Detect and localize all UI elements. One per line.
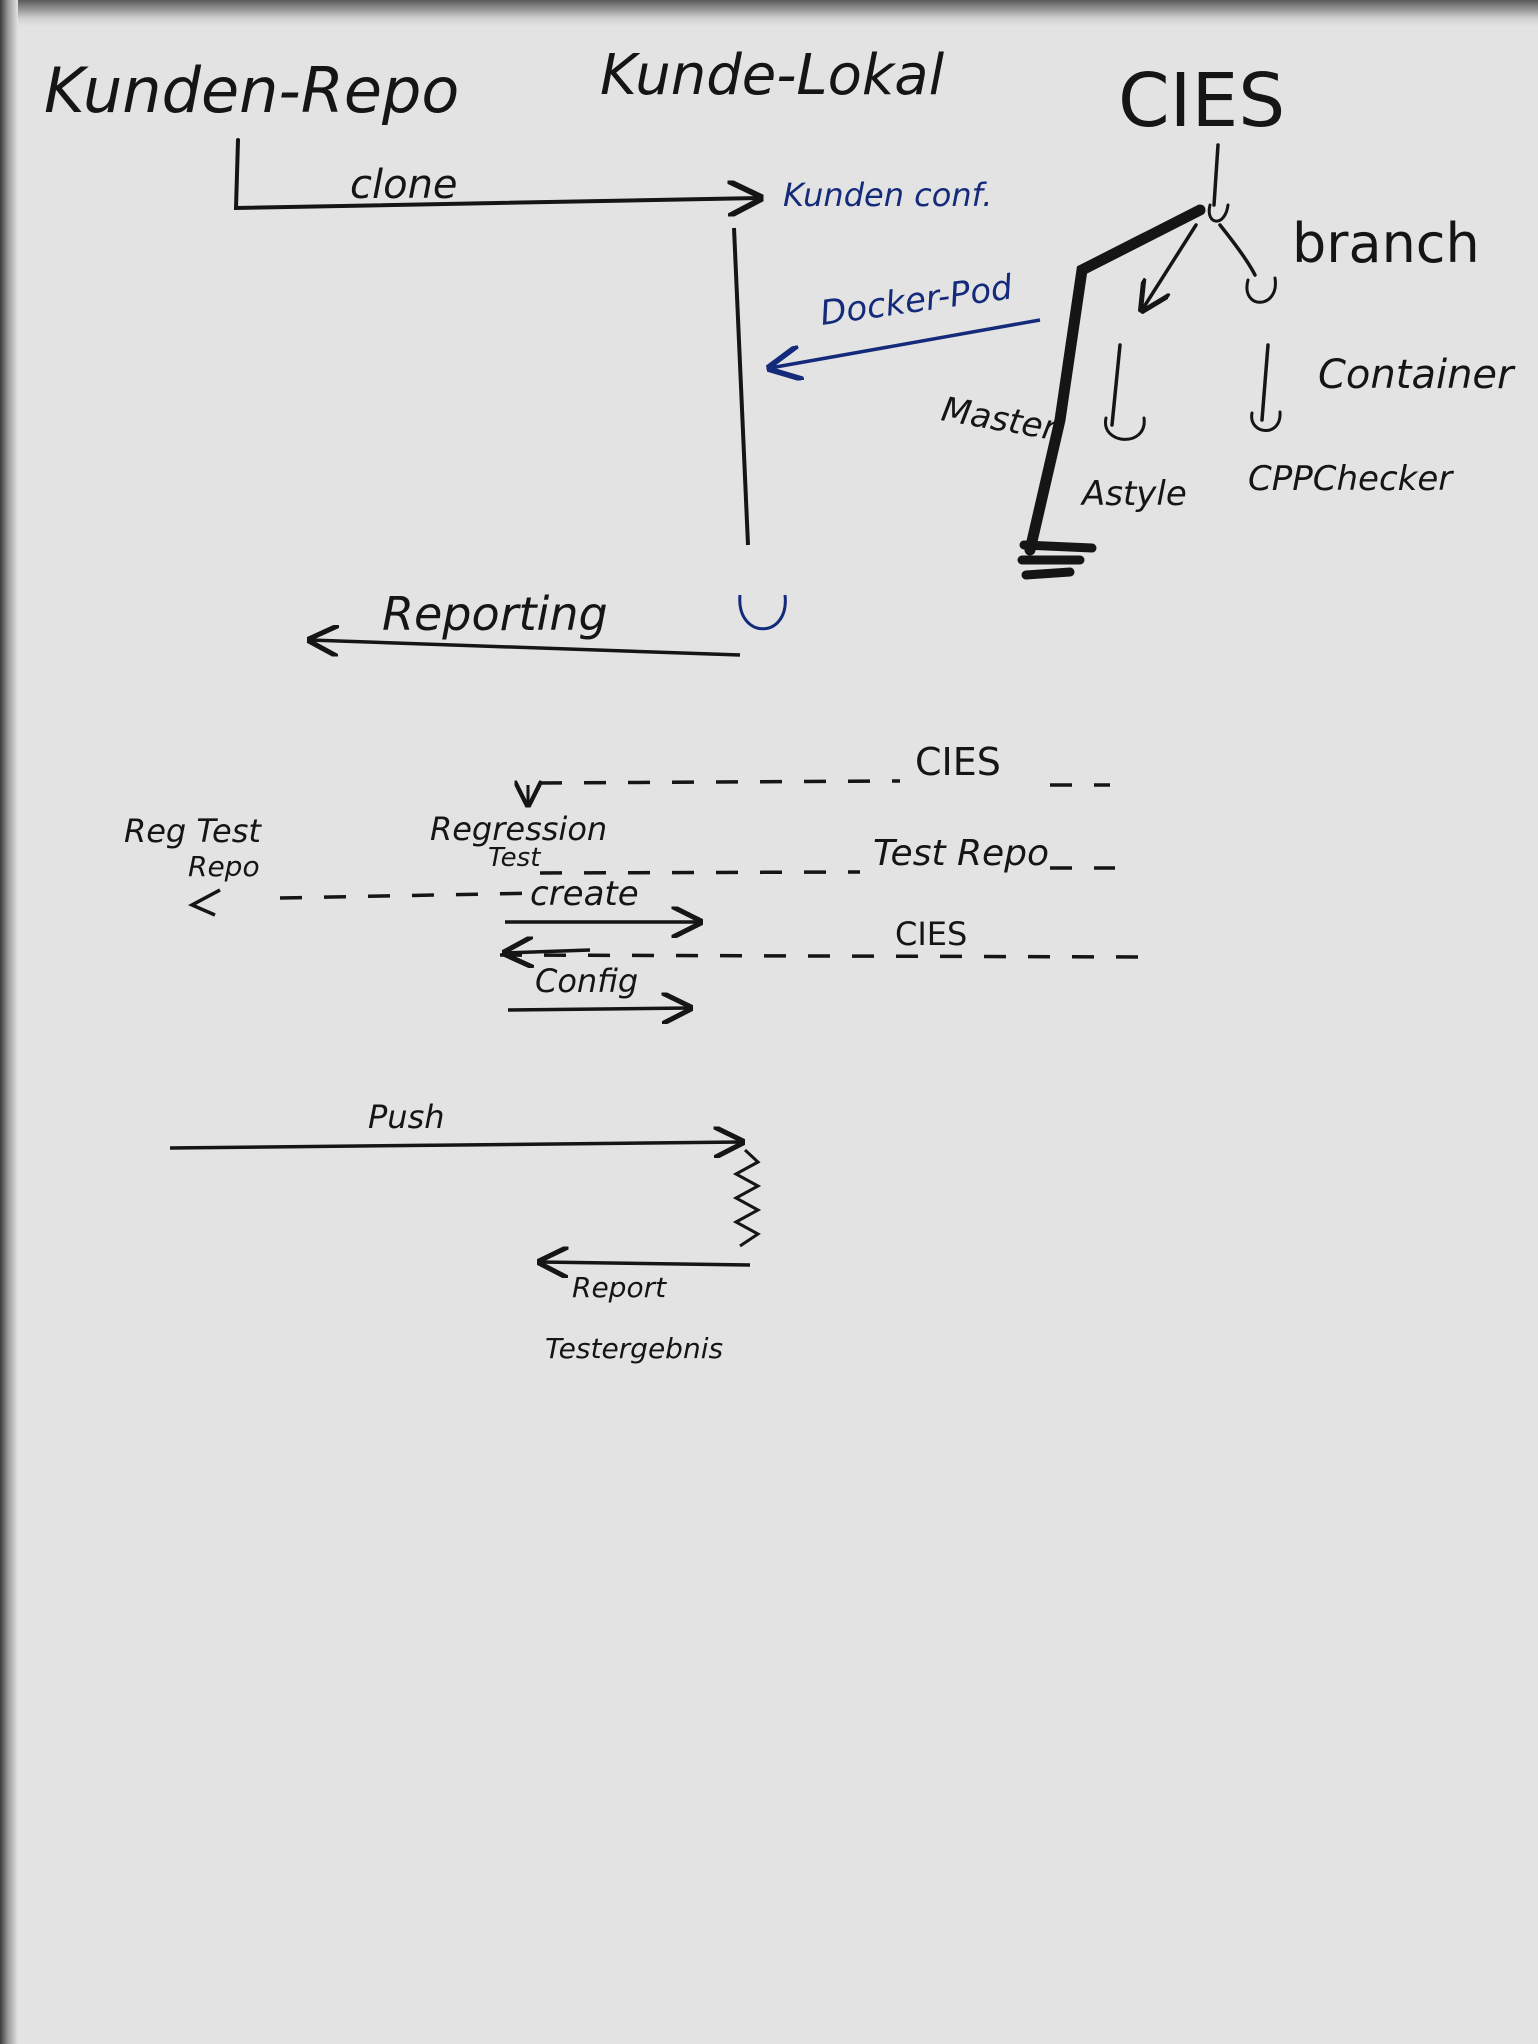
testergebnis-label: Testergebnis	[545, 1332, 723, 1365]
title-kunde-lokal: Kunde-Lokal	[600, 43, 945, 108]
clone-connector	[233, 138, 760, 208]
cies-lane1-label: CIES	[915, 740, 1001, 784]
branch-label: branch	[1292, 212, 1480, 275]
dashed-lanes	[279, 779, 1146, 959]
reg-test-repo-label-line2: Repo	[188, 850, 260, 883]
test-repo-label: Test Repo	[873, 833, 1049, 874]
reg-test-repo-label-line1: Reg Test	[124, 812, 262, 850]
report-label: Report	[572, 1271, 667, 1304]
container-label: Container	[1318, 352, 1516, 398]
kunden-conf-lifeline	[732, 227, 750, 546]
create-label: create	[530, 874, 639, 914]
master-label: Master	[938, 389, 1061, 449]
config-label: Config	[535, 962, 638, 1000]
docker-pod-label: Docker-Pod	[818, 267, 1016, 334]
report-arrow	[540, 1262, 751, 1265]
processing-zigzag-icon	[732, 1148, 762, 1248]
reporting-arrow	[310, 640, 741, 657]
cies-lane2-label: CIES	[895, 915, 967, 953]
cppchecker-label: CPPChecker	[1248, 459, 1454, 499]
config-arrow	[507, 1008, 690, 1010]
astyle-label: Astyle	[1080, 474, 1187, 514]
regression-test-label-line1: Regression	[430, 810, 607, 848]
push-arrow	[169, 1142, 742, 1148]
kunden-conf-label: Kunden conf.	[783, 176, 992, 214]
docker-pod-arrow	[770, 318, 1041, 368]
lifeline-hook-icon	[738, 594, 787, 631]
title-cies: CIES	[1118, 58, 1285, 144]
reporting-label: Reporting	[382, 587, 608, 641]
regression-test-label-line2: Test	[488, 843, 541, 873]
title-kunden-repo: Kunden-Repo	[44, 54, 459, 127]
cies-branch-tree	[1017, 143, 1282, 580]
clone-label: clone	[350, 162, 458, 208]
push-label: Push	[368, 1098, 445, 1136]
cies-return-arrow	[505, 950, 591, 953]
reg-test-arrow-head	[187, 888, 221, 917]
